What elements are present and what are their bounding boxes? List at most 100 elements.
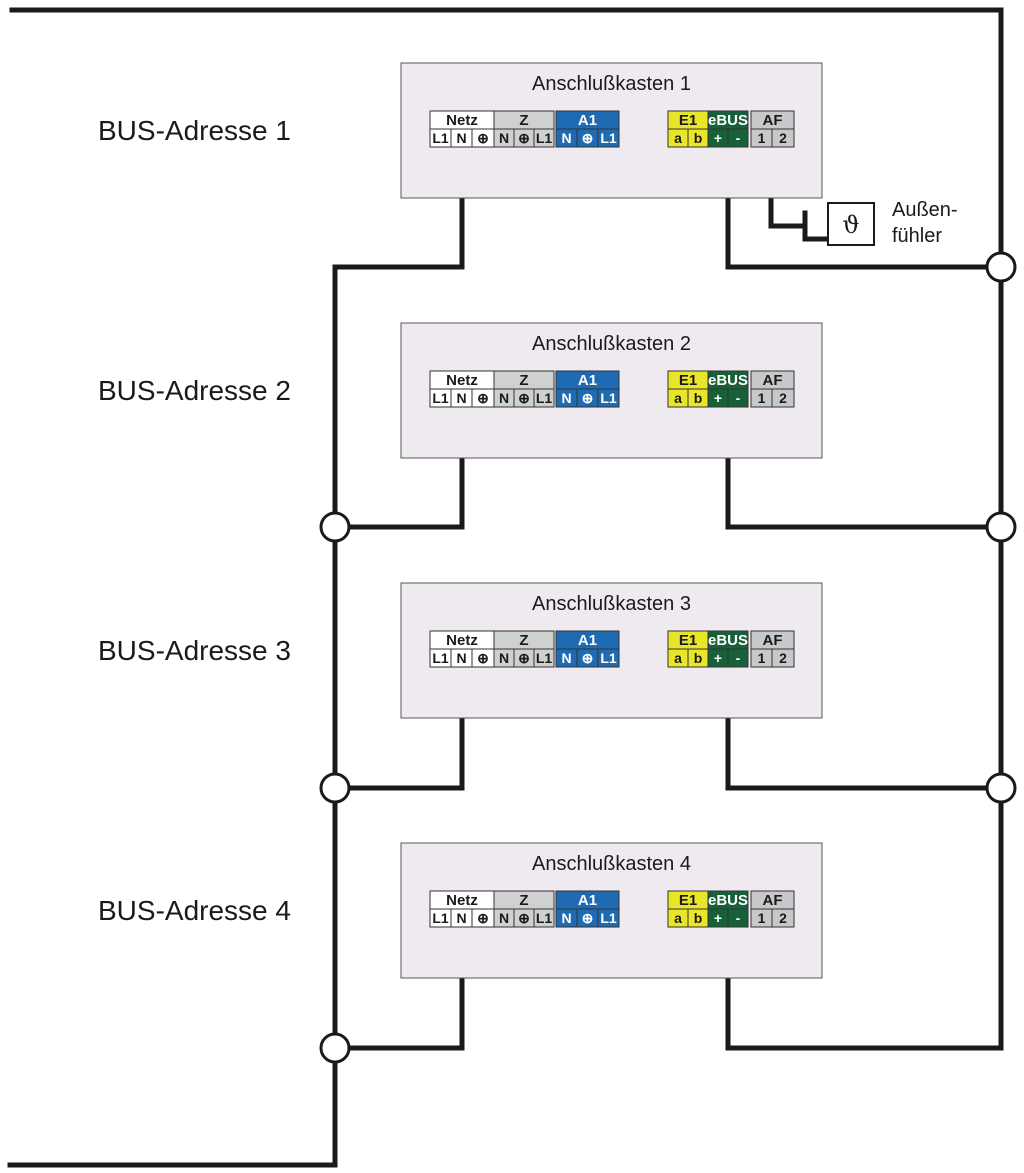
junction-node bbox=[985, 251, 1017, 283]
terminal-group-title-af: AF bbox=[763, 632, 783, 649]
terminal-box-title: Anschlußkasten 1 bbox=[532, 73, 691, 95]
terminal-pin-label: ⊕ bbox=[477, 390, 489, 406]
terminal-group-title-e1: E1 bbox=[679, 632, 697, 649]
terminal-pin-label: L1 bbox=[536, 130, 553, 146]
terminal-pin-label: 2 bbox=[779, 390, 787, 406]
terminal-pin-label: ⊕ bbox=[582, 910, 594, 926]
terminal-pin-label: ⊕ bbox=[582, 130, 594, 146]
terminal-pin-label: L1 bbox=[536, 390, 553, 406]
terminal-pin bbox=[727, 128, 749, 148]
terminal-pin bbox=[533, 648, 555, 668]
bus-address-label: BUS-Adresse 2 bbox=[98, 375, 291, 406]
terminal-pin-label: L1 bbox=[432, 910, 449, 926]
terminal-group-title-z: Z bbox=[519, 112, 528, 129]
terminal-pin-label: 2 bbox=[779, 910, 787, 926]
sensor-label-line1: Außen- bbox=[892, 199, 958, 221]
terminal-pin-label: a bbox=[674, 910, 682, 926]
terminal-pin-label: ⊕ bbox=[518, 650, 530, 666]
bus-address-label: BUS-Adresse 3 bbox=[98, 635, 291, 666]
terminal-pin-label: + bbox=[714, 650, 722, 666]
terminal-pin bbox=[727, 908, 749, 928]
terminal-pin-label: N bbox=[456, 130, 466, 146]
terminal-group-title-netz: Netz bbox=[446, 112, 478, 129]
terminal-pin-label: ⊕ bbox=[582, 650, 594, 666]
terminal-pin-label: ⊕ bbox=[518, 130, 530, 146]
terminal-pin-label: N bbox=[561, 130, 571, 146]
terminal-pin-label: 1 bbox=[758, 130, 766, 146]
sensor-label-line2: fühler bbox=[892, 225, 942, 247]
junction-node bbox=[319, 1032, 351, 1064]
terminal-group-title-a1: A1 bbox=[578, 372, 597, 389]
terminal-pin-label: ⊕ bbox=[477, 910, 489, 926]
terminal-pin-label: ⊕ bbox=[477, 650, 489, 666]
terminal-pin-label: L1 bbox=[600, 390, 617, 406]
terminal-pin-label: - bbox=[736, 910, 741, 926]
terminal-pin-label: N bbox=[561, 910, 571, 926]
terminal-box-title: Anschlußkasten 2 bbox=[532, 333, 691, 355]
terminal-group-title-af: AF bbox=[763, 372, 783, 389]
terminal-pin-label: L1 bbox=[432, 650, 449, 666]
terminal-group-title-ebus: eBUS bbox=[708, 892, 748, 909]
terminal-pin-label: 1 bbox=[758, 650, 766, 666]
junction-node bbox=[985, 511, 1017, 543]
power-trunk-wire bbox=[7, 264, 338, 1168]
terminal-pin bbox=[771, 128, 795, 148]
terminal-group-title-e1: E1 bbox=[679, 892, 697, 909]
terminal-group-title-z: Z bbox=[519, 632, 528, 649]
terminal-group-title-ebus: eBUS bbox=[708, 372, 748, 389]
terminal-group-title-e1: E1 bbox=[679, 112, 697, 129]
terminal-group-title-a1: A1 bbox=[578, 112, 597, 129]
terminal-pin-label: 1 bbox=[758, 390, 766, 406]
terminal-group-title-netz: Netz bbox=[446, 892, 478, 909]
terminal-pin-label: N bbox=[561, 650, 571, 666]
temperature-symbol: ϑ bbox=[842, 211, 859, 239]
junction-node bbox=[319, 772, 351, 804]
terminal-pin-label: N bbox=[499, 910, 509, 926]
terminal-pin bbox=[597, 128, 620, 148]
terminal-pin bbox=[771, 908, 795, 928]
terminal-pin-label: N bbox=[499, 390, 509, 406]
terminal-pin bbox=[533, 388, 555, 408]
terminal-group-title-z: Z bbox=[519, 372, 528, 389]
terminal-pin-label: a bbox=[674, 650, 682, 666]
terminal-pin-label: N bbox=[499, 650, 509, 666]
outdoor-sensor-icon bbox=[827, 202, 875, 246]
terminal-group-title-af: AF bbox=[763, 112, 783, 129]
terminal-box-title: Anschlußkasten 4 bbox=[532, 853, 691, 875]
terminal-pin-label: L1 bbox=[536, 910, 553, 926]
terminal-pin-label: ⊕ bbox=[477, 130, 489, 146]
terminal-pin-label: + bbox=[714, 390, 722, 406]
terminal-pin bbox=[771, 648, 795, 668]
terminal-pin bbox=[597, 908, 620, 928]
terminal-pin-label: a bbox=[674, 390, 682, 406]
terminal-pin bbox=[597, 388, 620, 408]
terminal-pin-label: ⊕ bbox=[582, 390, 594, 406]
terminal-pin-label: L1 bbox=[536, 650, 553, 666]
terminal-pin-label: N bbox=[456, 650, 466, 666]
terminal-pin-label: L1 bbox=[600, 130, 617, 146]
terminal-pin-label: ⊕ bbox=[518, 390, 530, 406]
terminal-pin-label: b bbox=[694, 130, 703, 146]
terminal-group-title-e1: E1 bbox=[679, 372, 697, 389]
terminal-pin-label: N bbox=[456, 390, 466, 406]
ebus-trunk-wire bbox=[9, 7, 1004, 1051]
terminal-pin-label: L1 bbox=[432, 390, 449, 406]
sensor-plug bbox=[802, 210, 831, 242]
junction-nodes-layer bbox=[319, 251, 1017, 1064]
terminal-pin-label: 2 bbox=[779, 130, 787, 146]
terminal-pin-label: b bbox=[694, 650, 703, 666]
terminal-pin bbox=[533, 128, 555, 148]
terminal-group-title-a1: A1 bbox=[578, 892, 597, 909]
bus-address-label: BUS-Adresse 4 bbox=[98, 895, 291, 926]
junction-node bbox=[319, 511, 351, 543]
terminal-group-title-ebus: eBUS bbox=[708, 112, 748, 129]
terminal-pin-label: a bbox=[674, 130, 682, 146]
terminal-group-title-z: Z bbox=[519, 892, 528, 909]
terminal-pin-label: + bbox=[714, 130, 722, 146]
terminal-group-title-ebus: eBUS bbox=[708, 632, 748, 649]
terminal-pin bbox=[771, 388, 795, 408]
junction-node bbox=[985, 772, 1017, 804]
terminal-pin-label: 2 bbox=[779, 650, 787, 666]
